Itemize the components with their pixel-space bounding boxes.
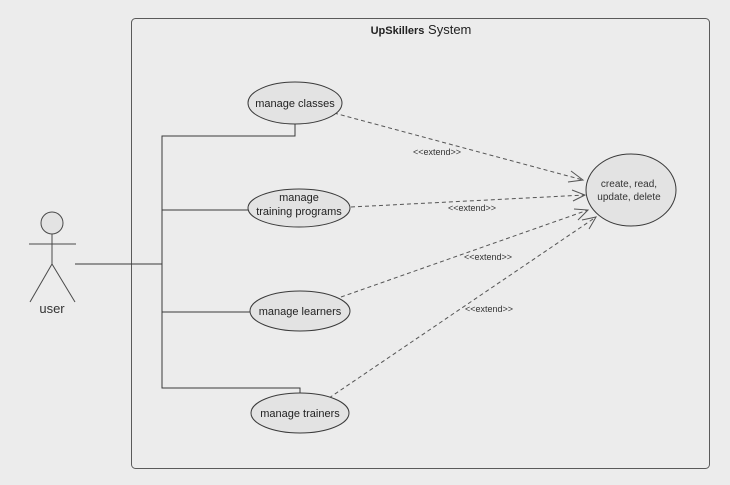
association-manage-trainers bbox=[161, 264, 301, 395]
use-case-manage-trainers-label: manage trainers bbox=[260, 408, 340, 420]
system-boundary bbox=[131, 18, 710, 469]
use-case-manage-learners[interactable]: manage learners bbox=[249, 290, 351, 332]
use-case-manage-trainers[interactable]: manage trainers bbox=[250, 392, 350, 434]
system-title: UpSkillers System bbox=[371, 22, 472, 37]
use-case-manage-training-programs-label-line1: manage bbox=[279, 192, 319, 204]
extend-line-trainers bbox=[328, 216, 597, 399]
use-case-manage-training-programs-ellipse bbox=[247, 188, 351, 228]
use-case-manage-classes-ellipse bbox=[247, 81, 343, 125]
extend-arrowhead-classes bbox=[567, 170, 585, 183]
extend-arrowhead-learners bbox=[573, 208, 590, 221]
system-title-suffix: System bbox=[424, 22, 471, 37]
use-case-manage-trainers-ellipse bbox=[250, 392, 350, 434]
extend-label-learners: <<extend>> bbox=[464, 252, 512, 262]
association-manage-training-programs bbox=[161, 209, 248, 264]
use-case-manage-learners-label: manage learners bbox=[259, 306, 342, 318]
extend-label-trainers: <<extend>> bbox=[465, 304, 513, 314]
association-manage-classes bbox=[161, 123, 296, 264]
use-case-manage-learners-ellipse bbox=[249, 290, 351, 332]
actor-label: user bbox=[39, 301, 65, 316]
actor-right-leg bbox=[51, 263, 76, 303]
associations bbox=[75, 123, 301, 395]
use-case-manage-classes-label: manage classes bbox=[255, 98, 335, 110]
use-case-crud-label-line2: update, delete bbox=[597, 192, 661, 203]
extend-line-classes bbox=[333, 112, 584, 181]
actor-left-leg bbox=[29, 263, 53, 303]
system-title-name: UpSkillers bbox=[371, 25, 425, 37]
actor-user[interactable]: user bbox=[29, 211, 76, 316]
extend-arrowhead-trainers bbox=[581, 216, 598, 230]
extend-label-training-programs: <<extend>> bbox=[448, 203, 496, 213]
use-case-crud-ellipse bbox=[585, 153, 677, 227]
extend-arrowhead-training-programs bbox=[571, 189, 587, 202]
use-case-manage-classes[interactable]: manage classes bbox=[247, 81, 343, 125]
use-case-manage-training-programs-label-line2: training programs bbox=[256, 206, 342, 218]
extend-line-learners bbox=[340, 209, 589, 298]
extend-relations: <<extend>> <<extend>> <<extend>> <<exten… bbox=[328, 112, 598, 399]
actor-head bbox=[40, 211, 64, 235]
use-case-manage-training-programs[interactable]: manage training programs bbox=[247, 188, 351, 228]
use-case-crud-label-line1: create, read, bbox=[601, 179, 657, 190]
use-case-crud[interactable]: create, read, update, delete bbox=[585, 153, 677, 227]
extend-label-classes: <<extend>> bbox=[413, 147, 461, 157]
